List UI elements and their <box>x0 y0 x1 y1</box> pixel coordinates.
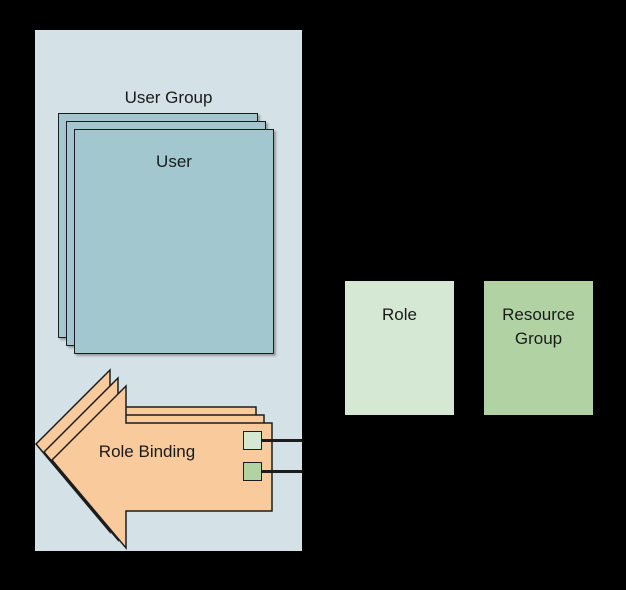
user-group-label: User Group <box>124 88 213 107</box>
role-binding-arrow-front[interactable] <box>50 376 284 551</box>
edge-role-binding-to-resource-group <box>258 470 302 473</box>
node-role-label: Role <box>382 305 417 324</box>
role-port-icon[interactable] <box>243 431 262 450</box>
user-card-label: User <box>156 152 192 171</box>
node-resource-group[interactable]: Resource Group <box>484 281 593 415</box>
edge-role-binding-to-role <box>258 439 302 442</box>
resource-group-port-icon[interactable] <box>243 462 262 481</box>
node-role[interactable]: Role <box>345 281 454 415</box>
node-resource-group-label: Resource Group <box>502 305 575 348</box>
role-binding-label: Role Binding <box>98 442 196 461</box>
user-card-front[interactable] <box>74 129 274 354</box>
